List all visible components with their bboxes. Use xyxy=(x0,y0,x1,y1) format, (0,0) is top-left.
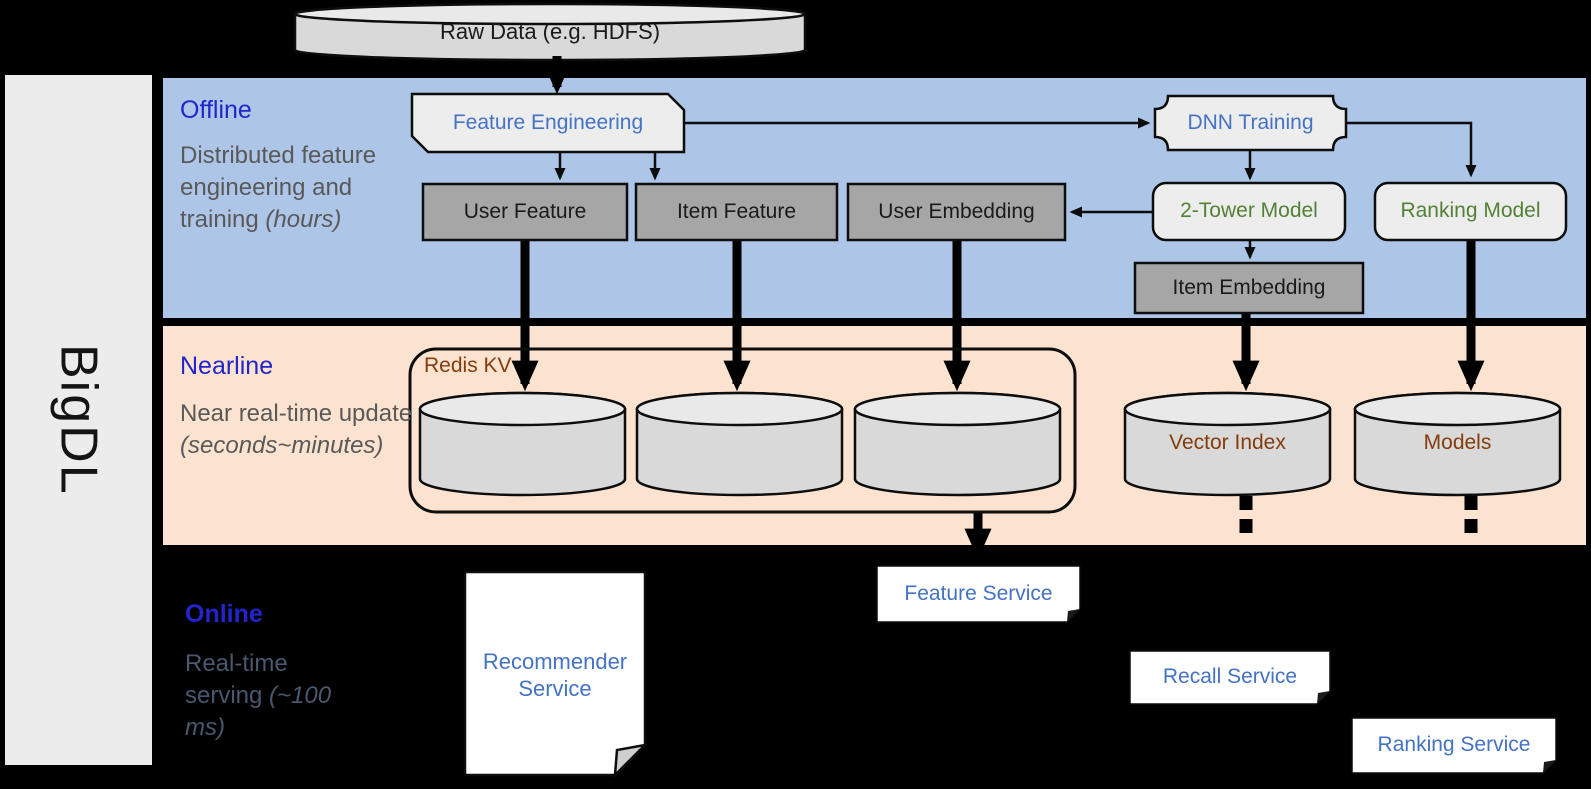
offline-desc-duration: (hours) xyxy=(265,205,342,233)
dnn-training-shape xyxy=(1153,94,1348,152)
user-feature-label: User Feature xyxy=(463,199,587,223)
feature-engineering-shape xyxy=(410,92,686,154)
offline-section-desc: Distributed feature engineering and trai… xyxy=(180,142,377,233)
nearline-section-title: Nearline xyxy=(180,352,274,380)
recall-service-label: Recall Service xyxy=(1162,665,1298,689)
nearline-section-desc: Near real-time update (seconds~minutes) xyxy=(180,400,413,459)
offline-section-title: Offline xyxy=(180,96,252,124)
recommender-service-label: Recommender Service xyxy=(482,648,628,702)
online-section-desc: Real-time serving (~100 ms) xyxy=(185,650,332,741)
bigdl-sidebar: BigDL xyxy=(5,75,152,765)
ranking-model-label: Ranking Model xyxy=(1400,199,1541,223)
raw-data-cylinder xyxy=(293,2,807,62)
two-tower-model-label: 2-Tower Model xyxy=(1180,199,1318,223)
raw-data-label: Raw Data (e.g. HDFS) xyxy=(439,19,661,45)
recommender-service-fold xyxy=(613,743,649,779)
user-embedding-label: User Embedding xyxy=(878,199,1035,223)
feature-engineering-label: Feature Engineering xyxy=(452,110,644,134)
item-embedding-label: Item Embedding xyxy=(1172,275,1326,299)
ranking-service-label: Ranking Service xyxy=(1377,733,1531,757)
recommender-service-doc xyxy=(463,570,649,779)
redis-kv-container xyxy=(408,347,1077,514)
redis-kv-label: Redis KV xyxy=(424,354,512,377)
item-feature-label: Item Feature xyxy=(676,199,797,223)
user-feature-shape xyxy=(421,182,629,242)
redis-cylinder-2 xyxy=(635,391,844,497)
vector-index-label: Vector Index xyxy=(1169,430,1286,454)
feature-service-label: Feature Service xyxy=(904,581,1053,605)
online-section-title: Online xyxy=(185,600,263,628)
ranking-model-shape xyxy=(1373,181,1568,242)
redis-cylinder-3 xyxy=(853,391,1062,497)
user-embedding-shape xyxy=(846,182,1067,242)
nearline-desc-duration: (seconds~minutes) xyxy=(180,431,384,459)
dnn-training-label: DNN Training xyxy=(1187,110,1314,134)
two-tower-model-shape xyxy=(1151,181,1347,242)
arrow-dnn-training-to-ranking-model xyxy=(1346,121,1477,178)
models-label: Models xyxy=(1423,430,1492,454)
ranking-service-doc xyxy=(1351,717,1557,774)
recall-service-doc xyxy=(1129,650,1331,705)
redis-cylinder-1 xyxy=(418,391,627,497)
bigdl-vertical-label: BigDL xyxy=(49,344,108,496)
item-embedding-shape xyxy=(1133,261,1365,315)
online-desc-duration: (~100 ms) xyxy=(185,681,332,741)
item-feature-shape xyxy=(634,182,839,242)
feature-service-doc xyxy=(876,565,1081,623)
